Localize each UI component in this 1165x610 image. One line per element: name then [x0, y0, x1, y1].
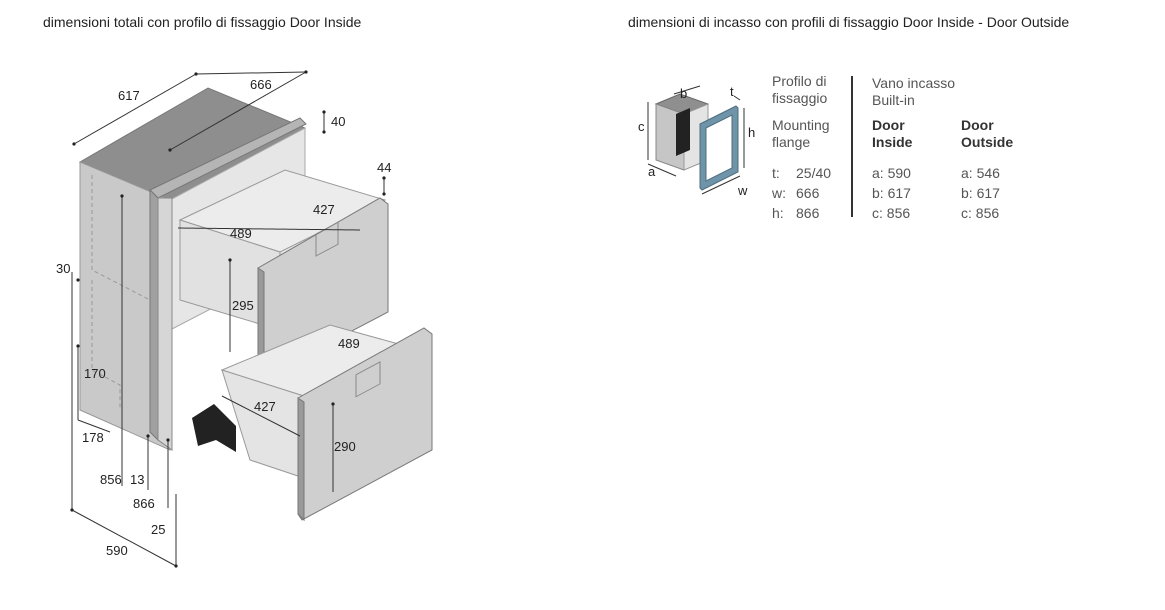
lower-drawer-handle	[355, 361, 381, 398]
front-flange-face	[157, 197, 173, 451]
label-b: b	[680, 86, 687, 101]
label-c: c	[638, 119, 645, 134]
dim-489-lower: 489	[338, 336, 360, 351]
dim-489-upper: 489	[230, 226, 252, 241]
dim-30: 30	[56, 261, 70, 276]
dim-13: 13	[130, 472, 144, 487]
left-heading: dimensioni totali con profilo di fissagg…	[43, 14, 362, 30]
flange-header-it: Profilo di fissaggio	[772, 73, 828, 106]
front-flange-left	[149, 188, 159, 442]
door-inside-header: Door Inside	[872, 117, 913, 150]
label-a: a	[648, 164, 656, 179]
dim-856: 856	[100, 472, 122, 487]
dim-290: 290	[334, 439, 356, 454]
dim-427-lower: 427	[254, 399, 276, 414]
label-t: t	[730, 84, 734, 99]
hidden-line	[91, 280, 121, 410]
right-heading: dimensioni di incasso con profili di fis…	[628, 14, 1070, 30]
label-w: w	[737, 183, 748, 198]
dim-866: 866	[133, 496, 155, 511]
door-outside-header: Door Outside	[961, 117, 1014, 150]
builtin-group-header: Vano incasso Built-in	[872, 75, 956, 108]
dim-25: 25	[151, 522, 165, 537]
door-inside-values: a: 590 b: 617 c: 856	[872, 165, 911, 221]
dim-44: 44	[377, 160, 391, 175]
dim-427-upper: 427	[313, 202, 335, 217]
dim-590: 590	[106, 543, 128, 558]
table-separator	[851, 76, 853, 217]
hidden-line	[91, 175, 151, 301]
cabinet-side	[79, 161, 171, 451]
lower-drawer-edge	[297, 397, 305, 522]
label-h: h	[748, 125, 755, 140]
dim-617: 617	[118, 88, 140, 103]
dim-40: 40	[331, 114, 345, 129]
upper-drawer-handle	[315, 221, 339, 257]
flange-values: t:25/40 w:666 h:866	[772, 165, 832, 221]
dim-178: 178	[82, 430, 104, 445]
dim-295: 295	[232, 298, 254, 313]
insertion-arrow	[192, 404, 236, 452]
flange-header-en: Mounting flange	[772, 117, 830, 150]
door-outside-values: a: 546 b: 617 c: 856	[961, 165, 1000, 221]
dim-666: 666	[250, 77, 272, 92]
builtin-mini-diagram: c a b t h w	[638, 84, 755, 198]
dim-170: 170	[84, 366, 106, 381]
